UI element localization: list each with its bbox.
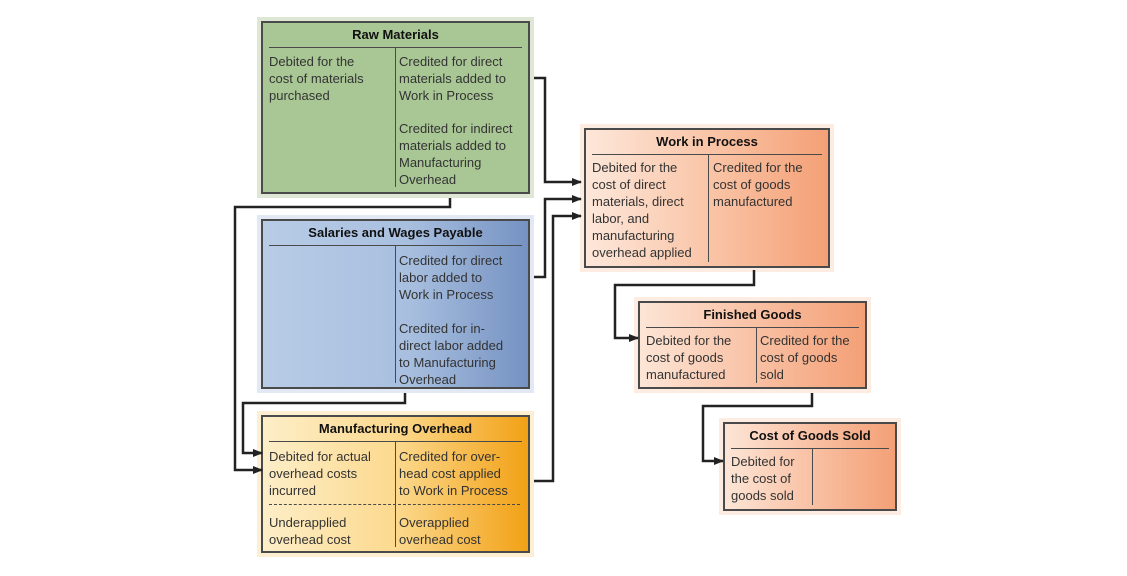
overhead-overapplied-text: Overapplied overhead cost (399, 515, 481, 547)
salaries-wages-account-halo: Salaries and Wages Payable Credited for … (257, 215, 534, 393)
overhead-applied-flow-line (534, 212, 582, 483)
finished-goods-debit-text: Debited for the cost of goods manufactur… (646, 333, 732, 382)
manufacturing-overhead-account: Manufacturing Overhead Debited for actua… (261, 415, 530, 553)
salaries-wages-credit-direct-text: Credited for direct labor added to Work … (399, 253, 503, 302)
finished-goods-credit-text: Credited for the cost of goods sold (760, 333, 850, 382)
work-in-process-account: Work in Process Debited for the cost of … (584, 128, 830, 268)
work-in-process-t-divider (708, 154, 709, 262)
indirect-materials-flow-line (233, 198, 452, 474)
cost-of-goods-sold-t-divider (812, 448, 813, 505)
direct-labor-flow-line (534, 195, 582, 279)
overhead-underapplied-text: Underapplied overhead cost (269, 515, 351, 547)
overhead-debit-actual-text: Debited for actual overhead costs incurr… (269, 449, 371, 498)
finished-goods-account: Finished Goods Debited for the cost of g… (638, 301, 867, 389)
overhead-credit-applied-text: Credited for over- head cost applied to … (399, 449, 508, 498)
raw-materials-account: Raw Materials Debited for the cost of ma… (261, 21, 530, 194)
raw-materials-t-divider (395, 47, 396, 187)
raw-materials-credit-direct-text: Credited for direct materials added to W… (399, 54, 506, 103)
work-in-process-account-halo: Work in Process Debited for the cost of … (580, 124, 834, 272)
cost-of-goods-sold-account: Cost of Goods Sold Debited for the cost … (723, 422, 897, 511)
goods-manufactured-flow-line (613, 270, 756, 342)
salaries-wages-account: Salaries and Wages Payable Credited for … (261, 219, 530, 389)
cost-of-goods-sold-debit-text: Debited for the cost of goods sold (731, 454, 795, 503)
finished-goods-account-halo: Finished Goods Debited for the cost of g… (634, 297, 871, 393)
finished-goods-title: Finished Goods (646, 303, 859, 328)
overhead-dashed-divider (269, 504, 520, 505)
work-in-process-title: Work in Process (592, 130, 822, 155)
work-in-process-credit-text: Credited for the cost of goods manufactu… (713, 160, 803, 209)
finished-goods-t-divider (756, 327, 757, 383)
manufacturing-overhead-t-divider (395, 441, 396, 547)
raw-materials-debit-text: Debited for the cost of materials purcha… (269, 54, 364, 103)
indirect-labor-flow-line (241, 393, 407, 457)
cost-of-goods-sold-title: Cost of Goods Sold (731, 424, 889, 449)
work-in-process-debit-text: Debited for the cost of direct materials… (592, 160, 692, 260)
direct-materials-flow-line (534, 76, 582, 186)
goods-sold-flow-line (701, 393, 814, 465)
salaries-wages-t-divider (395, 245, 396, 383)
salaries-wages-credit-indirect-text: Credited for in- direct labor added to M… (399, 321, 504, 387)
raw-materials-account-halo: Raw Materials Debited for the cost of ma… (257, 17, 534, 198)
cost-of-goods-sold-account-halo: Cost of Goods Sold Debited for the cost … (719, 418, 901, 515)
manufacturing-overhead-account-halo: Manufacturing Overhead Debited for actua… (257, 411, 534, 557)
raw-materials-credit-indirect-text: Credited for indirect materials added to… (399, 121, 513, 187)
